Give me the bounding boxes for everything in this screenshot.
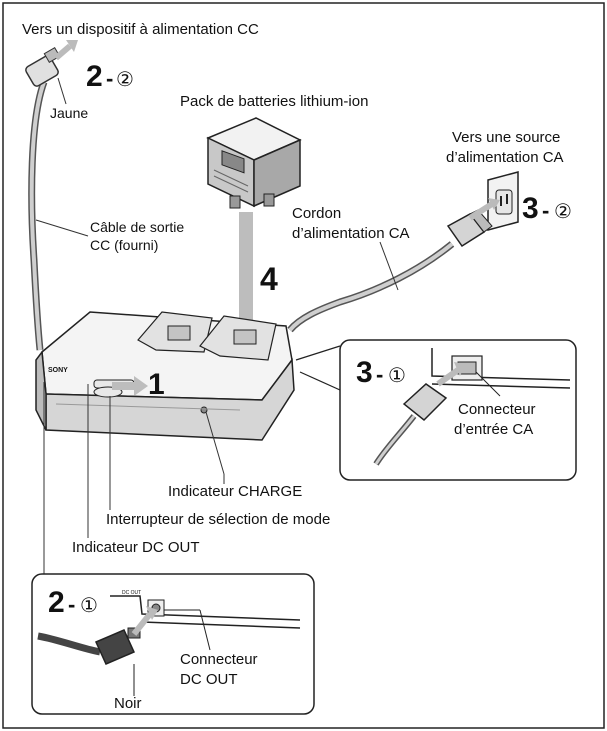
label-ac-in-1: Connecteur <box>458 401 536 418</box>
step-3-top-circle: ② <box>554 199 572 223</box>
step-4: 4 <box>260 261 278 297</box>
panel-small-text: DC OUT <box>122 590 141 596</box>
step-2-top-dash: - <box>106 66 113 91</box>
ac-source-arrow <box>468 201 494 221</box>
label-battery-pack: Pack de batteries lithium-ion <box>180 93 368 110</box>
step-3-top-dash: - <box>542 198 549 223</box>
step-3-inset-circle: ① <box>388 363 406 387</box>
label-charge-indicator: Indicateur CHARGE <box>168 483 302 500</box>
step-2-inset-circle: ① <box>80 593 98 617</box>
label-dc-out-conn-1: Connecteur <box>180 651 258 668</box>
step-2-top: 2 <box>86 60 103 93</box>
dc-device-arrow-head <box>66 40 78 52</box>
charger <box>35 311 295 441</box>
ac-cord-highlight <box>288 242 454 332</box>
label-ac-cord-2: d’alimentation CA <box>292 225 410 242</box>
label-ac-source-2: d’alimentation CA <box>446 149 564 166</box>
charger-brand: SONY <box>48 367 68 374</box>
leader-yellow <box>57 77 67 105</box>
label-ac-cord-1: Cordon <box>292 205 341 222</box>
label-yellow: Jaune <box>50 105 88 121</box>
label-dc-out-conn-2: DC OUT <box>180 671 238 688</box>
label-ac-in-2: d’entrée CA <box>454 421 533 438</box>
label-dc-cable-1: Câble de sortie <box>90 219 184 235</box>
step-2-inset: 2 <box>48 586 65 619</box>
step-1: 1 <box>148 368 165 401</box>
leader-ac-cord <box>379 241 399 291</box>
ac-source-arrow-head <box>488 198 500 210</box>
leader-charge-indicator <box>205 411 225 475</box>
leader-dc-cable <box>35 219 89 237</box>
step-2-inset-dash: - <box>68 592 75 617</box>
inset-dc-out <box>31 573 315 715</box>
label-dc-cable-2: CC (fourni) <box>90 237 158 253</box>
step-3-inset-dash: - <box>376 362 383 387</box>
step-1-arrow-shaft <box>112 382 138 390</box>
label-ac-source-1: Vers une source <box>452 129 560 146</box>
wall-outlet <box>487 171 519 231</box>
dc-cable-highlight <box>29 81 46 351</box>
ac-cord <box>287 241 455 333</box>
dc-plug-yellow <box>25 46 61 87</box>
label-black: Noir <box>114 695 142 712</box>
step-1-arrow-head <box>134 376 148 396</box>
dc-device-arrow <box>54 43 72 61</box>
step-3-top: 3 <box>522 192 539 225</box>
step-3-inset: 3 <box>356 356 373 389</box>
step-4-arrow-shaft <box>239 212 253 352</box>
battery-pack <box>206 117 302 209</box>
label-dc-device: Vers un dispositif à alimentation CC <box>22 21 259 38</box>
label-dc-out-indicator: Indicateur DC OUT <box>72 539 200 556</box>
step-2-top-circle: ② <box>116 67 134 91</box>
label-mode-switch: Interrupteur de sélection de mode <box>106 511 330 528</box>
inset-ac-input <box>295 339 577 481</box>
